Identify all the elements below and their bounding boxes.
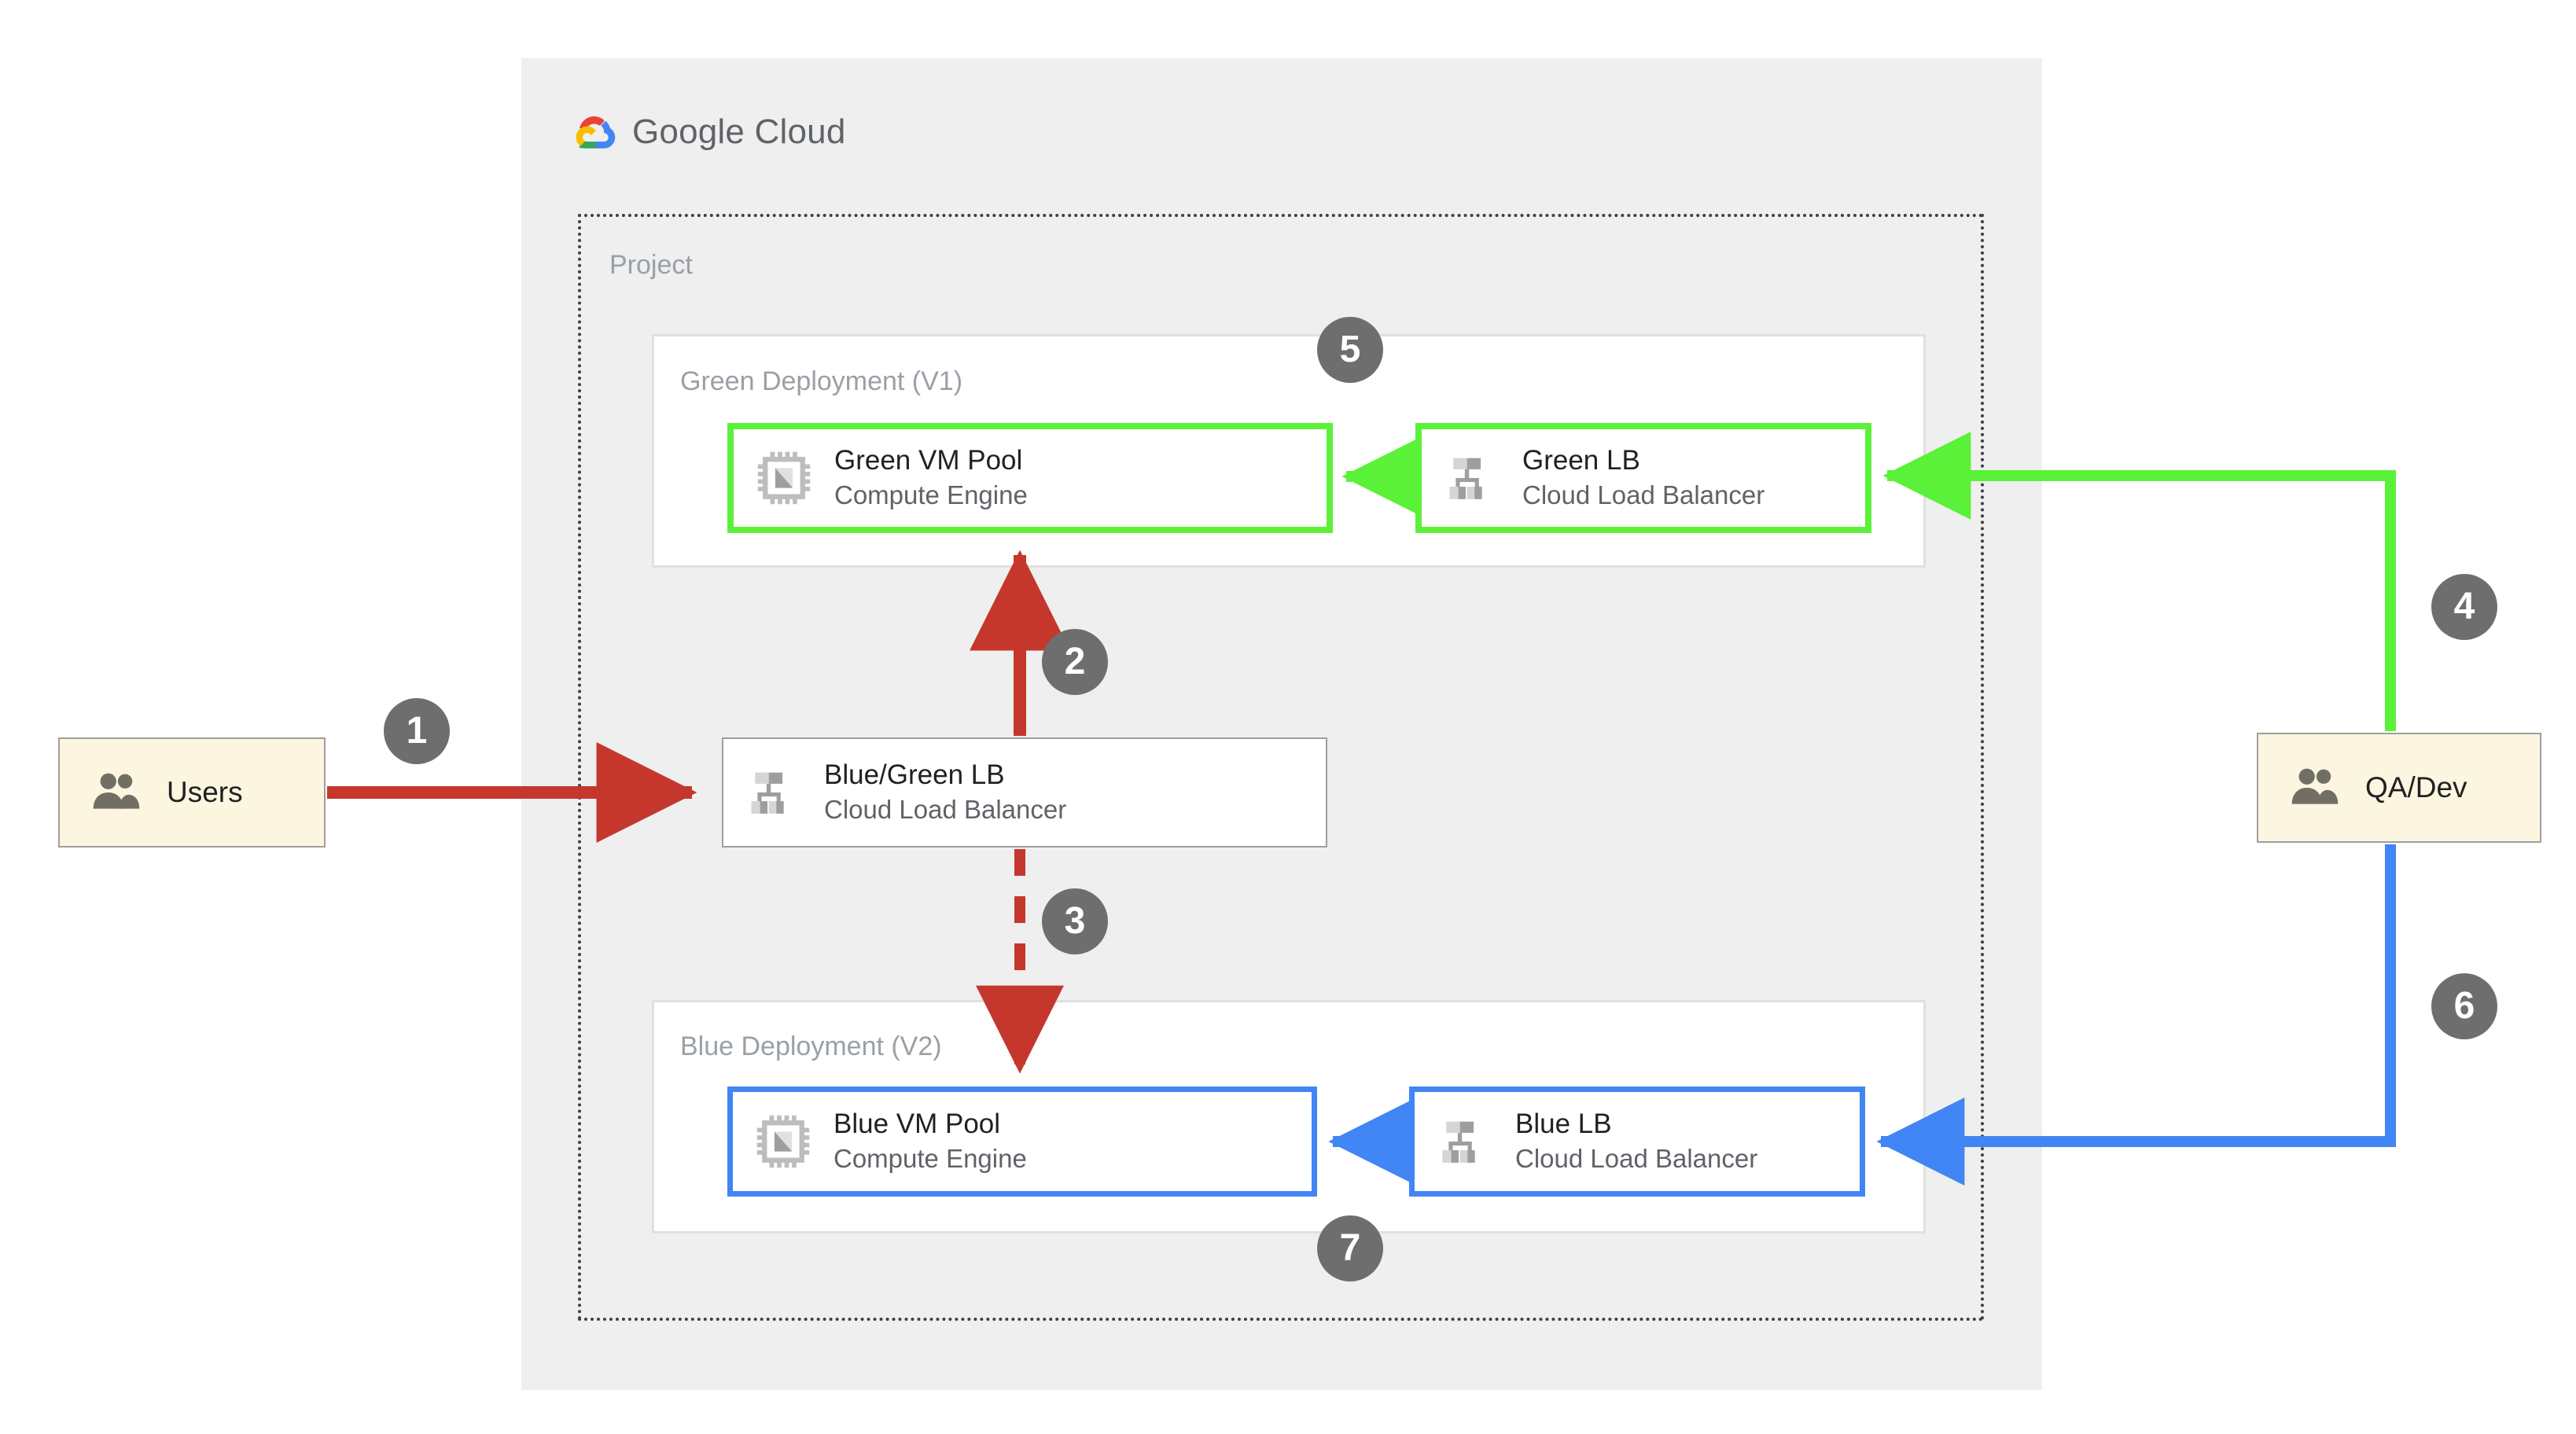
cloud-load-balancer-icon	[1442, 1121, 1475, 1163]
step-badge-7: 7	[1317, 1215, 1383, 1281]
step-badge-1: 1	[384, 698, 450, 764]
node-title: Blue/Green LB	[824, 759, 1005, 791]
node-blue-vm-pool[interactable]: Blue VM Pool Compute Engine	[727, 1087, 1317, 1197]
step-badge-3: 3	[1042, 888, 1108, 954]
cloud-load-balancer-icon	[1449, 458, 1482, 499]
compute-engine-chip-icon	[756, 1115, 810, 1168]
node-title: QA/Dev	[2365, 771, 2467, 804]
step-badge-2: 2	[1042, 629, 1108, 695]
brand-cloud: Cloud	[754, 112, 846, 151]
node-blue-green-lb-text: Blue/Green LB Cloud Load Balancer	[824, 758, 1066, 826]
node-blue-lb[interactable]: Blue LB Cloud Load Balancer	[1409, 1087, 1865, 1197]
google-cloud-brand: Google Cloud	[574, 110, 846, 154]
node-blue-green-lb[interactable]: Blue/Green LB Cloud Load Balancer	[722, 737, 1327, 848]
node-subtitle: Cloud Load Balancer	[824, 795, 1067, 825]
node-title: Users	[167, 776, 243, 809]
project-boundary	[578, 214, 1984, 1321]
compute-engine-chip-icon	[757, 451, 811, 505]
node-users-text: Users	[167, 774, 243, 811]
step-badge-5: 5	[1317, 317, 1383, 383]
node-subtitle: Cloud Load Balancer	[1515, 1144, 1758, 1174]
node-subtitle: Compute Engine	[834, 480, 1028, 510]
cloud-load-balancer-icon	[751, 772, 784, 814]
project-label: Project	[609, 250, 693, 280]
brand-google: Google	[632, 112, 745, 151]
node-subtitle: Compute Engine	[834, 1144, 1027, 1174]
node-green-vm-pool[interactable]: Green VM Pool Compute Engine	[727, 423, 1333, 533]
node-title: Blue VM Pool	[834, 1109, 1001, 1140]
google-cloud-wordmark: Google Cloud	[632, 112, 846, 152]
node-blue-vm-pool-text: Blue VM Pool Compute Engine	[834, 1107, 1027, 1175]
step-badge-4: 4	[2431, 574, 2497, 640]
node-green-lb-text: Green LB Cloud Load Balancer	[1522, 443, 1765, 512]
node-green-vm-pool-text: Green VM Pool Compute Engine	[834, 443, 1028, 512]
node-users[interactable]: Users	[58, 737, 326, 848]
google-cloud-logo-icon	[576, 116, 616, 149]
step-badge-6: 6	[2431, 973, 2497, 1039]
users-group-icon	[2291, 768, 2339, 804]
green-deployment-label: Green Deployment (V1)	[680, 366, 963, 396]
node-title: Green LB	[1522, 445, 1640, 476]
blue-deployment-label: Blue Deployment (V2)	[680, 1031, 942, 1061]
node-title: Blue LB	[1515, 1109, 1612, 1140]
node-qa-dev-text: QA/Dev	[2365, 769, 2467, 806]
users-group-icon	[93, 773, 140, 809]
node-qa-dev[interactable]: QA/Dev	[2257, 733, 2541, 843]
node-title: Green VM Pool	[834, 445, 1023, 476]
node-blue-lb-text: Blue LB Cloud Load Balancer	[1515, 1107, 1757, 1175]
node-green-lb[interactable]: Green LB Cloud Load Balancer	[1415, 423, 1871, 533]
node-subtitle: Cloud Load Balancer	[1522, 480, 1765, 510]
